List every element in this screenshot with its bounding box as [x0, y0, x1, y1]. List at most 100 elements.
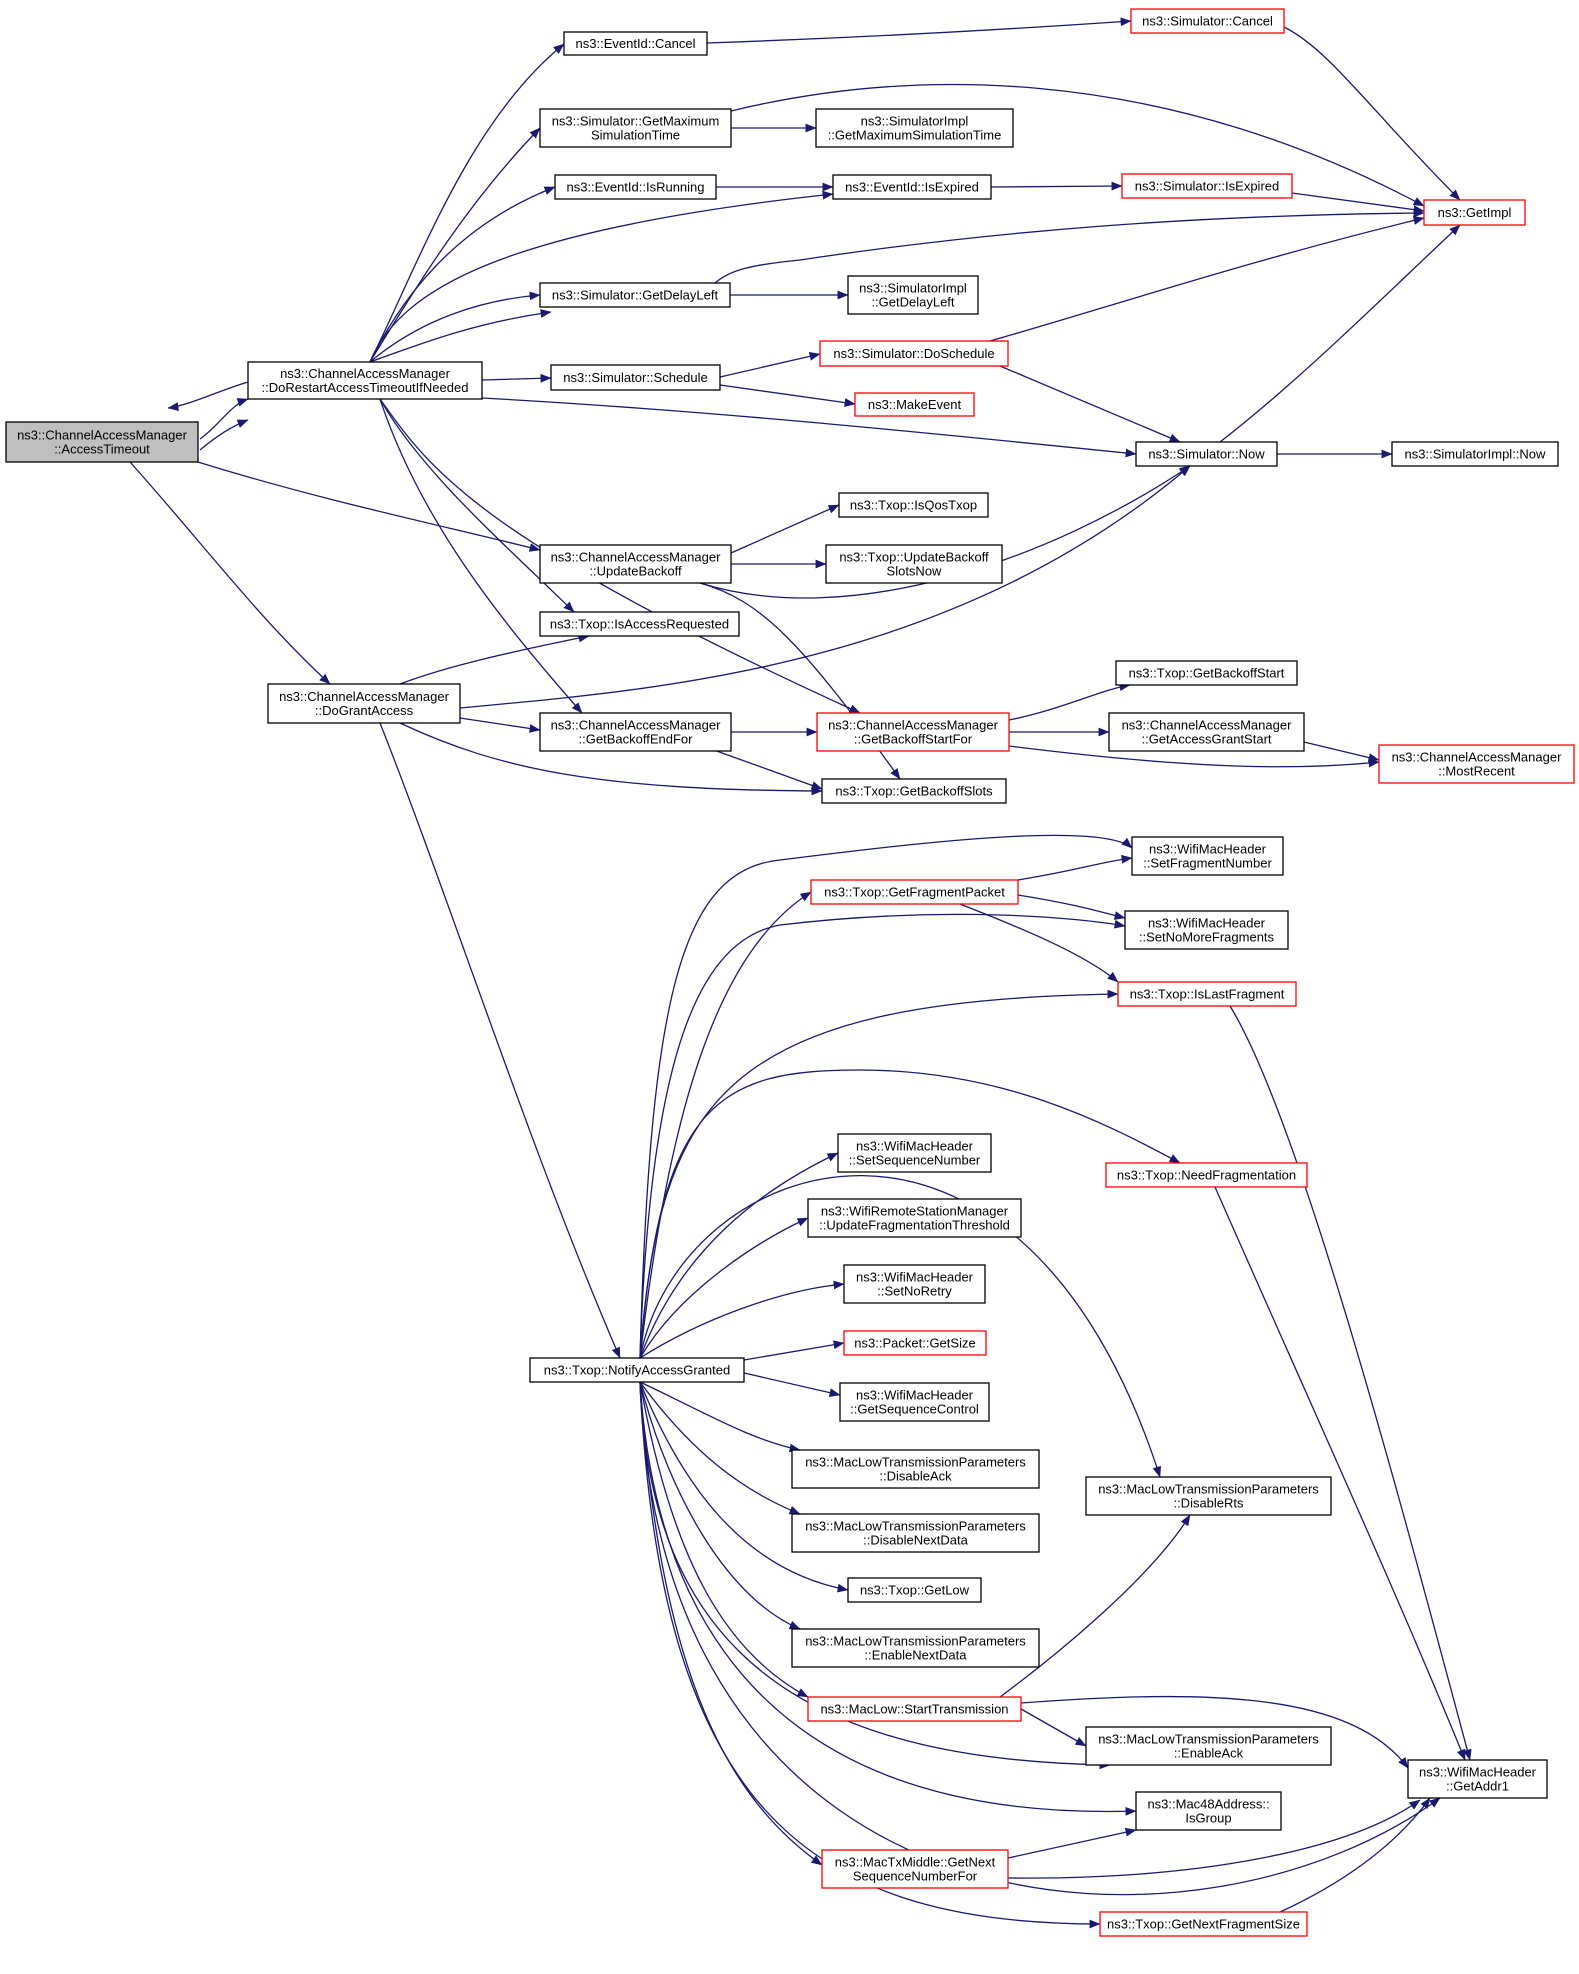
node-eventIsExpired[interactable]: ns3::EventId::IsExpired — [832, 174, 992, 200]
node-box[interactable] — [550, 364, 721, 391]
node-txopIsAccessReq[interactable]: ns3::Txop::IsAccessRequested — [539, 611, 740, 637]
node-mltpEnableNext[interactable]: ns3::MacLowTransmissionParameters::Enabl… — [791, 1628, 1040, 1668]
node-implNow[interactable]: ns3::SimulatorImpl::Now — [1391, 441, 1559, 467]
node-simDoSchedule[interactable]: ns3::Simulator::DoSchedule — [819, 340, 1009, 367]
node-box[interactable] — [267, 683, 461, 724]
node-box[interactable] — [554, 174, 717, 200]
node-eventIsRunning[interactable]: ns3::EventId::IsRunning — [554, 174, 717, 200]
node-box[interactable] — [1130, 8, 1285, 34]
node-makeEvent[interactable]: ns3::MakeEvent — [854, 392, 975, 417]
node-box[interactable] — [839, 1382, 990, 1422]
node-wmhSetNoMoreFrag[interactable]: ns3::WifiMacHeader::SetNoMoreFragments — [1124, 910, 1289, 950]
node-wmhSetFragNum[interactable]: ns3::WifiMacHeader::SetFragmentNumber — [1131, 836, 1284, 876]
node-box[interactable] — [1121, 173, 1293, 199]
node-box[interactable] — [539, 611, 740, 637]
node-simIsExpired[interactable]: ns3::Simulator::IsExpired — [1121, 173, 1293, 199]
node-box[interactable] — [847, 1577, 982, 1603]
node-box[interactable] — [539, 712, 732, 752]
node-camMostRecent[interactable]: ns3::ChannelAccessManager::MostRecent — [1378, 744, 1575, 784]
node-box[interactable] — [5, 421, 199, 463]
node-box[interactable] — [1135, 441, 1278, 467]
node-box[interactable] — [837, 1133, 992, 1173]
node-box[interactable] — [1108, 712, 1305, 752]
node-box[interactable] — [1378, 744, 1575, 784]
node-txopGetLow[interactable]: ns3::Txop::GetLow — [847, 1577, 982, 1603]
node-mltpEnableAck[interactable]: ns3::MacLowTransmissionParameters::Enabl… — [1085, 1726, 1332, 1766]
node-box[interactable] — [1099, 1911, 1308, 1937]
node-box[interactable] — [1115, 660, 1298, 686]
node-camUpdateBackoff[interactable]: ns3::ChannelAccessManager::UpdateBackoff — [539, 544, 732, 584]
node-implGetDelayLeft[interactable]: ns3::SimulatorImpl::GetDelayLeft — [847, 275, 979, 315]
node-txopGetBackoffStart[interactable]: ns3::Txop::GetBackoffStart — [1115, 660, 1298, 686]
node-box[interactable] — [1131, 836, 1284, 876]
node-box[interactable] — [819, 340, 1009, 367]
node-box[interactable] — [1423, 199, 1526, 226]
node-mltpDisableNext[interactable]: ns3::MacLowTransmissionParameters::Disab… — [791, 1513, 1040, 1553]
node-doRestart[interactable]: ns3::ChannelAccessManager::DoRestartAcce… — [247, 361, 483, 400]
node-box[interactable] — [539, 282, 731, 308]
node-doGrant[interactable]: ns3::ChannelAccessManager::DoGrantAccess — [267, 683, 461, 724]
node-wrsmUpdateFrag[interactable]: ns3::WifiRemoteStationManager::UpdateFra… — [807, 1198, 1022, 1238]
node-txopIsQos[interactable]: ns3::Txop::IsQosTxop — [838, 492, 989, 518]
node-box[interactable] — [563, 31, 708, 56]
node-box[interactable] — [843, 1330, 987, 1356]
node-box[interactable] — [1135, 1791, 1282, 1831]
node-box[interactable] — [843, 1264, 986, 1304]
node-wmhGetAddr1[interactable]: ns3::WifiMacHeader::GetAddr1 — [1407, 1759, 1548, 1799]
node-box[interactable] — [821, 1849, 1009, 1889]
node-root[interactable]: ns3::ChannelAccessManager::AccessTimeout — [5, 421, 199, 463]
node-box[interactable] — [529, 1357, 745, 1383]
node-box[interactable] — [539, 544, 732, 584]
node-box[interactable] — [791, 1449, 1040, 1489]
node-box[interactable] — [1085, 1476, 1332, 1516]
node-wmhSetSeqNum[interactable]: ns3::WifiMacHeader::SetSequenceNumber — [837, 1133, 992, 1173]
node-txopNeedFrag[interactable]: ns3::Txop::NeedFragmentation — [1105, 1162, 1308, 1188]
node-box[interactable] — [847, 275, 979, 315]
node-pktGetSize[interactable]: ns3::Packet::GetSize — [843, 1330, 987, 1356]
node-txopIsLastFrag[interactable]: ns3::Txop::IsLastFragment — [1117, 981, 1297, 1007]
node-box[interactable] — [832, 174, 992, 200]
node-simGetDelayLeft[interactable]: ns3::Simulator::GetDelayLeft — [539, 282, 731, 308]
node-box[interactable] — [247, 361, 483, 400]
node-box[interactable] — [815, 108, 1014, 148]
node-box[interactable] — [1391, 441, 1559, 467]
node-txopGetNextFragSize[interactable]: ns3::Txop::GetNextFragmentSize — [1099, 1911, 1308, 1937]
node-mltpDisableAck[interactable]: ns3::MacLowTransmissionParameters::Disab… — [791, 1449, 1040, 1489]
node-macLowStart[interactable]: ns3::MacLow::StartTransmission — [807, 1696, 1022, 1722]
node-box[interactable] — [1124, 910, 1289, 950]
node-box[interactable] — [791, 1628, 1040, 1668]
node-wmhSetNoRetry[interactable]: ns3::WifiMacHeader::SetNoRetry — [843, 1264, 986, 1304]
node-box[interactable] — [539, 108, 732, 148]
node-box[interactable] — [825, 544, 1003, 584]
node-box[interactable] — [854, 392, 975, 417]
node-box[interactable] — [1117, 981, 1297, 1007]
node-txopGetFragPkt[interactable]: ns3::Txop::GetFragmentPacket — [810, 879, 1019, 905]
node-camGetBackoffStart[interactable]: ns3::ChannelAccessManager::GetBackoffSta… — [816, 712, 1010, 752]
node-simGetMax[interactable]: ns3::Simulator::GetMaximumSimulationTime — [539, 108, 732, 148]
node-camGetBackoffEnd[interactable]: ns3::ChannelAccessManager::GetBackoffEnd… — [539, 712, 732, 752]
node-box[interactable] — [816, 712, 1010, 752]
node-box[interactable] — [821, 778, 1007, 804]
node-simCancel[interactable]: ns3::Simulator::Cancel — [1130, 8, 1285, 34]
node-txopGetBackoffSlots[interactable]: ns3::Txop::GetBackoffSlots — [821, 778, 1007, 804]
node-box[interactable] — [807, 1198, 1022, 1238]
node-mac48IsGroup[interactable]: ns3::Mac48Address::IsGroup — [1135, 1791, 1282, 1831]
node-wmhGetSeqCtrl[interactable]: ns3::WifiMacHeader::GetSequenceControl — [839, 1382, 990, 1422]
node-box[interactable] — [1085, 1726, 1332, 1766]
node-box[interactable] — [1105, 1162, 1308, 1188]
node-implGetMax[interactable]: ns3::SimulatorImpl::GetMaximumSimulation… — [815, 108, 1014, 148]
node-box[interactable] — [838, 492, 989, 518]
node-getImpl[interactable]: ns3::GetImpl — [1423, 199, 1526, 226]
node-box[interactable] — [1407, 1759, 1548, 1799]
node-txopNotify[interactable]: ns3::Txop::NotifyAccessGranted — [529, 1357, 745, 1383]
node-camGetAccessGrant[interactable]: ns3::ChannelAccessManager::GetAccessGran… — [1108, 712, 1305, 752]
node-box[interactable] — [807, 1696, 1022, 1722]
node-box[interactable] — [810, 879, 1019, 905]
node-simNow[interactable]: ns3::Simulator::Now — [1135, 441, 1278, 467]
node-mtxGetNextSeq[interactable]: ns3::MacTxMiddle::GetNextSequenceNumberF… — [821, 1849, 1009, 1889]
node-box[interactable] — [791, 1513, 1040, 1553]
node-simSchedule[interactable]: ns3::Simulator::Schedule — [550, 364, 721, 391]
node-mltpDisableRts[interactable]: ns3::MacLowTransmissionParameters::Disab… — [1085, 1476, 1332, 1516]
node-eventCancel[interactable]: ns3::EventId::Cancel — [563, 31, 708, 56]
